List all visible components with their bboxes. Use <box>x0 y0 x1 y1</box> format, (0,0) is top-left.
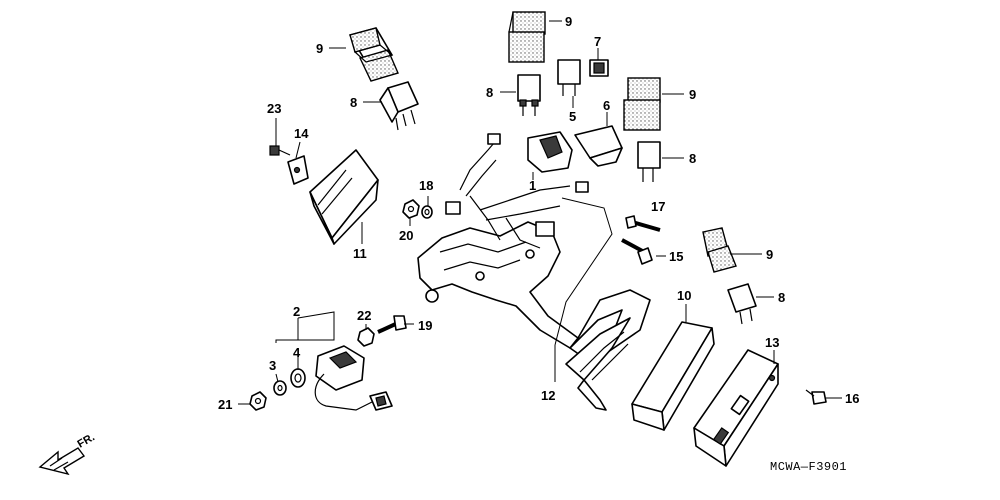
callout-22: 22 <box>357 308 371 323</box>
relay-cover-9-right-lower <box>702 227 737 273</box>
callout-6: 6 <box>603 98 610 113</box>
callout-9: 9 <box>316 41 323 56</box>
callout-16: 16 <box>845 391 859 406</box>
relay-8-top-center <box>517 74 541 116</box>
washer-18 <box>421 205 433 219</box>
callout-9: 9 <box>565 14 572 29</box>
bolt-23 <box>269 145 291 156</box>
relay-cover-9-top-center <box>508 11 546 63</box>
harness-bracket-12 <box>417 133 651 411</box>
callout-15: 15 <box>669 249 683 264</box>
callout-12: 12 <box>541 388 555 403</box>
sensor-2 <box>314 345 393 411</box>
callout-4: 4 <box>293 345 301 360</box>
callout-9: 9 <box>689 87 696 102</box>
callout-11: 11 <box>353 246 367 261</box>
callout-23: 23 <box>267 101 281 116</box>
callout-8: 8 <box>350 95 357 110</box>
relay-8-right-lower <box>727 283 757 325</box>
relay-cover-9-right-upper <box>623 77 661 131</box>
relay-8-top-left <box>379 81 419 131</box>
bolt-17 <box>625 215 661 232</box>
control-unit-13 <box>693 349 779 467</box>
callout-21: 21 <box>218 397 232 412</box>
callout-8: 8 <box>486 85 493 100</box>
callout-3: 3 <box>269 358 276 373</box>
callout-17: 17 <box>651 199 665 214</box>
callout-14: 14 <box>294 126 309 141</box>
callout-2: 2 <box>293 304 300 319</box>
nut-21 <box>249 391 267 411</box>
direction-label: FR. <box>76 431 97 450</box>
control-unit-10 <box>631 321 715 431</box>
callout-labels: 9 9 8 8 7 5 6 9 8 1 23 14 11 18 20 17 15… <box>218 14 859 412</box>
relay-cover-9-top-left <box>349 27 399 82</box>
relay-8-right-upper <box>637 141 661 182</box>
leader-lines <box>238 20 842 405</box>
cover-6 <box>574 125 623 167</box>
bolt-19 <box>377 315 407 334</box>
relay-5 <box>557 59 581 96</box>
callout-5: 5 <box>569 109 576 124</box>
callout-13: 13 <box>765 335 779 350</box>
callout-18: 18 <box>419 178 433 193</box>
bolt-16 <box>805 389 827 405</box>
nut-20 <box>402 199 420 219</box>
callout-19: 19 <box>418 318 432 333</box>
diagram-code: MCWA—F3901 <box>770 460 847 474</box>
callout-9: 9 <box>766 247 773 262</box>
callout-8: 8 <box>689 151 696 166</box>
fuse-7 <box>589 59 609 77</box>
bolt-15 <box>621 238 653 265</box>
callout-7: 7 <box>594 34 601 49</box>
callout-10: 10 <box>677 288 691 303</box>
callout-20: 20 <box>399 228 413 243</box>
control-unit-11 <box>309 149 379 245</box>
callout-8: 8 <box>778 290 785 305</box>
nut-22 <box>357 327 375 347</box>
holder-1 <box>527 131 573 173</box>
collar-3 <box>273 380 287 396</box>
bracket-14 <box>287 155 309 185</box>
callout-1: 1 <box>529 178 536 193</box>
front-direction-arrow: FR. <box>38 431 97 476</box>
bushing-4 <box>290 368 306 388</box>
